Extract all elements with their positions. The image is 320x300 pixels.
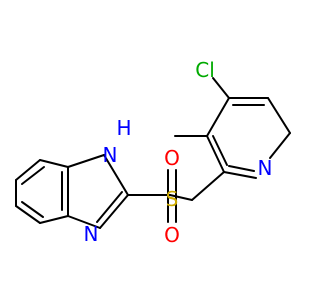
bond [39,215,69,224]
bond [39,159,69,168]
bond [15,159,41,181]
imidazole-nh-h-label: H [116,116,131,140]
bond [21,166,45,185]
bond [212,77,230,99]
molecule-diagram: Cl N H N N S O O [15,58,291,247]
bond [15,205,41,224]
bond [206,97,230,137]
bond [267,97,291,134]
bond [21,201,44,218]
structure-svg: Cl N H N N S O O [15,58,291,247]
bond [96,191,123,223]
sulfur-label: S [166,187,179,211]
bond [67,154,105,168]
bond [228,165,255,172]
bond [206,135,225,173]
oxygen-bottom-label: O [164,223,180,247]
oxygen-top-label: O [164,146,180,170]
atom-labels: Cl N H N N S O O [84,58,273,247]
bond [191,171,225,201]
bond [169,194,193,201]
bond [103,154,129,196]
bonds [15,77,291,229]
bond [269,132,291,159]
bond [223,171,257,179]
chlorine-label: Cl [195,58,215,82]
imidazole-nh-n-label: N [103,143,118,167]
pyridine-n-label: N [258,156,273,180]
imidazole-n-label: N [84,222,99,246]
bond [67,215,101,229]
bond [99,194,129,229]
bond [212,135,228,166]
